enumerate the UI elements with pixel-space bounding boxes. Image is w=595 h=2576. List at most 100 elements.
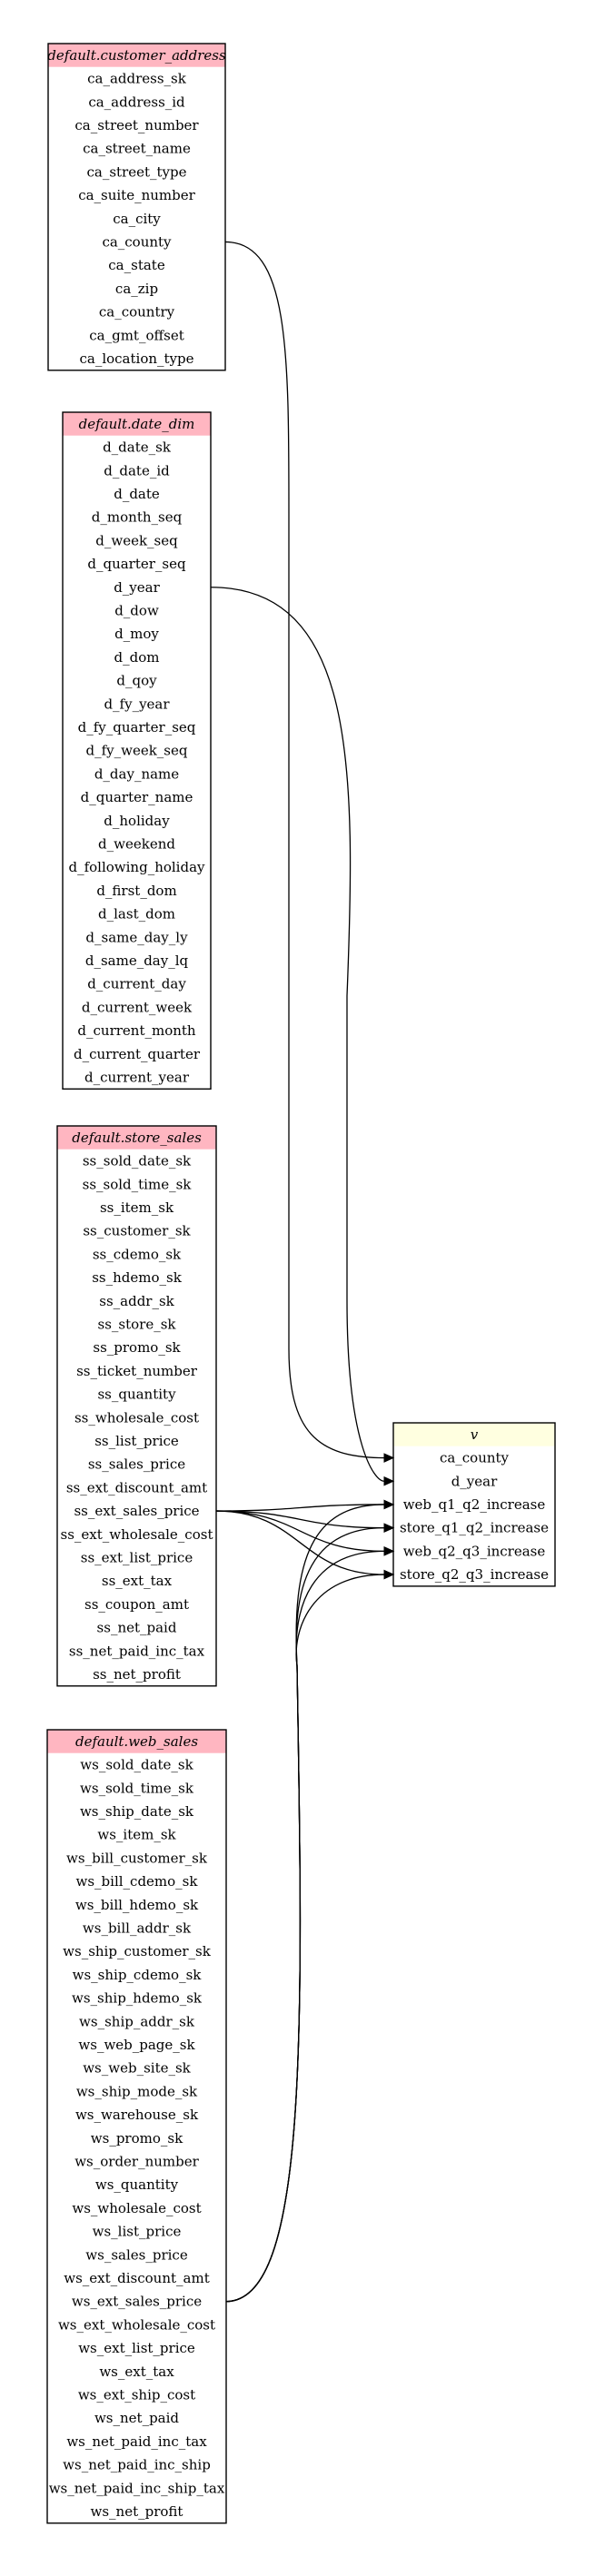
arrow-head: [383, 1523, 395, 1533]
lineage-edge: [225, 1574, 385, 2303]
table-store-sales: default.store_sales ss_sold_date_sk ss_sol…: [56, 1125, 217, 1687]
table-header: [393, 1423, 555, 1446]
column-d-date-id: d_date_id: [104, 462, 170, 479]
column-ws-list-price: ws_list_price: [93, 2224, 182, 2240]
column-ws-net-paid: ws_net_paid: [94, 2410, 179, 2426]
column-ws-promo-sk: ws_promo_sk: [91, 2130, 183, 2147]
column-ws-ship-mode-sk: ws_ship_mode_sk: [76, 2083, 198, 2099]
column-ss-sales-price: ss_sales_price: [88, 1456, 185, 1473]
column-ca-location-type: ca_location_type: [79, 350, 193, 367]
lineage-edge: [215, 1510, 385, 1529]
tables-layer: default.customer_addressca_address_skca_…: [46, 43, 556, 2524]
table-border: [392, 1422, 556, 1587]
column-ca-county: ca_county: [102, 233, 172, 250]
column-ss-ext-tax: ss_ext_tax: [102, 1573, 173, 1589]
column-ca-county: ca_county: [440, 1450, 510, 1466]
column-ws-ext-tax: ws_ext_tax: [99, 2364, 174, 2380]
column-d-moy: d_moy: [114, 626, 159, 642]
column-ws-quantity: ws_quantity: [95, 2176, 179, 2193]
column-ss-ticket-number: ss_ticket_number: [76, 1363, 198, 1379]
table-header: [57, 1126, 216, 1150]
column-d-same-day-lq: d_same_day_lq: [85, 952, 189, 969]
column-d-quarter-name: d_quarter_name: [81, 789, 193, 805]
column-ss-quantity: ss_quantity: [97, 1387, 176, 1403]
table-v: vca_countyd_yearweb_q1_q2_increasestore_…: [392, 1422, 556, 1587]
column-d-last-dom: d_last_dom: [98, 906, 175, 923]
column-ws-item-sk: ws_item_sk: [97, 1827, 176, 1843]
column-ws-ship-addr-sk: ws_ship_addr_sk: [79, 2013, 195, 2029]
lineage-edge: [225, 1550, 385, 2303]
column-d-current-quarter: d_current_quarter: [74, 1046, 201, 1062]
column-d-holiday: d_holiday: [104, 813, 170, 829]
column-d-current-day: d_current_day: [87, 976, 186, 992]
column-ss-hdemo-sk: ss_hdemo_sk: [92, 1269, 182, 1286]
column-d-fy-week-seq: d_fy_week_seq: [86, 743, 188, 759]
table-border: [47, 43, 226, 371]
table-header: [48, 44, 225, 67]
lineage-edge: [215, 1510, 385, 1575]
column-ws-warehouse-sk: ws_warehouse_sk: [75, 2107, 199, 2123]
column-ca-state: ca_state: [108, 257, 165, 273]
column-store-q1-q2-increase: store_q1_q2_increase: [400, 1520, 549, 1536]
lineage-edge: [224, 241, 385, 1459]
column-d-dow: d_dow: [114, 602, 159, 618]
column-ss-ext-wholesale-cost: ss_ext_wholesale_cost: [61, 1526, 213, 1543]
column-ws-ext-sales-price: ws_ext_sales_price: [72, 2294, 202, 2310]
column-ws-ship-date-sk: ws_ship_date_sk: [80, 1803, 194, 1820]
column-ss-list-price: ss_list_price: [94, 1433, 179, 1449]
column-d-first-dom: d_first_dom: [96, 883, 176, 899]
column-ca-gmt-offset: ca_gmt_offset: [89, 327, 184, 343]
column-ws-net-profit: ws_net_profit: [91, 2503, 183, 2520]
edges-layer: [210, 241, 395, 2303]
column-ss-sold-date-sk: ss_sold_date_sk: [83, 1153, 192, 1170]
column-d-quarter-seq: d_quarter_seq: [87, 556, 186, 572]
column-ws-ext-discount-amt: ws_ext_discount_amt: [64, 2270, 209, 2286]
table-title: default.customer_address: [47, 47, 226, 64]
arrow-head: [383, 1569, 395, 1580]
column-ss-net-paid-inc-tax: ss_net_paid_inc_tax: [69, 1643, 205, 1659]
arrow-head: [383, 1499, 395, 1510]
column-d-qoy: d_qoy: [116, 673, 157, 689]
column-ws-ext-wholesale-cost: ws_ext_wholesale_cost: [58, 2316, 215, 2333]
column-ws-ship-customer-sk: ws_ship_customer_sk: [63, 1943, 212, 1959]
table-web-sales: default.web_salesws_sold_date_skws_sold_…: [46, 1729, 227, 2524]
column-ws-net-paid-inc-ship-tax: ws_net_paid_inc_ship_tax: [49, 2480, 225, 2496]
column-ws-wholesale-cost: ws_wholesale_cost: [72, 2200, 201, 2216]
column-ss-store-sk: ss_store_sk: [98, 1316, 177, 1332]
column-d-current-week: d_current_week: [82, 999, 193, 1015]
column-ws-web-page-sk: ws_web_page_sk: [78, 2037, 195, 2053]
table-title: default.date_dim: [79, 416, 195, 432]
column-d-dom: d_dom: [114, 649, 160, 666]
column-ss-coupon-amt: ss_coupon_amt: [84, 1596, 189, 1613]
arrow-head: [383, 1546, 395, 1556]
column-ss-ext-discount-amt: ss_ext_discount_amt: [66, 1479, 207, 1495]
arrow-head: [383, 1476, 395, 1486]
table-title: default.store_sales: [72, 1130, 202, 1146]
column-ca-street-name: ca_street_name: [83, 141, 191, 157]
table-customer-address: default.customer_addressca_address_skca_…: [47, 43, 226, 371]
column-ws-bill-hdemo-sk: ws_bill_hdemo_sk: [75, 1897, 199, 1913]
column-store-q2-q3-increase: store_q2_q3_increase: [400, 1566, 549, 1583]
column-d-week-seq: d_week_seq: [95, 532, 178, 548]
column-ws-web-site-sk: ws_web_site_sk: [83, 2060, 191, 2077]
column-d-weekend: d_weekend: [98, 835, 175, 852]
column-ws-ext-list-price: ws_ext_list_price: [78, 2340, 195, 2356]
column-web-q2-q3-increase: web_q2_q3_increase: [403, 1543, 546, 1559]
lineage-edge: [225, 1504, 385, 2303]
column-d-day-name: d_day_name: [94, 765, 179, 782]
column-d-year: d_year: [114, 579, 160, 596]
table-header: [63, 412, 211, 436]
column-d-fy-quarter-seq: d_fy_quarter_seq: [78, 719, 196, 735]
column-ws-bill-cdemo-sk: ws_bill_cdemo_sk: [76, 1873, 199, 1890]
column-ss-customer-sk: ss_customer_sk: [83, 1223, 191, 1239]
table-border: [56, 1125, 217, 1687]
column-ca-suite-number: ca_suite_number: [78, 187, 195, 203]
column-ss-cdemo-sk: ss_cdemo_sk: [93, 1246, 182, 1262]
column-ss-sold-time-sk: ss_sold_time_sk: [83, 1176, 193, 1192]
column-ws-bill-customer-sk: ws_bill_customer_sk: [66, 1850, 208, 1866]
column-ca-zip: ca_zip: [115, 281, 158, 297]
column-ws-net-paid-inc-tax: ws_net_paid_inc_tax: [66, 2433, 207, 2450]
arrow-head: [383, 1453, 395, 1463]
column-d-current-month: d_current_month: [77, 1022, 196, 1039]
